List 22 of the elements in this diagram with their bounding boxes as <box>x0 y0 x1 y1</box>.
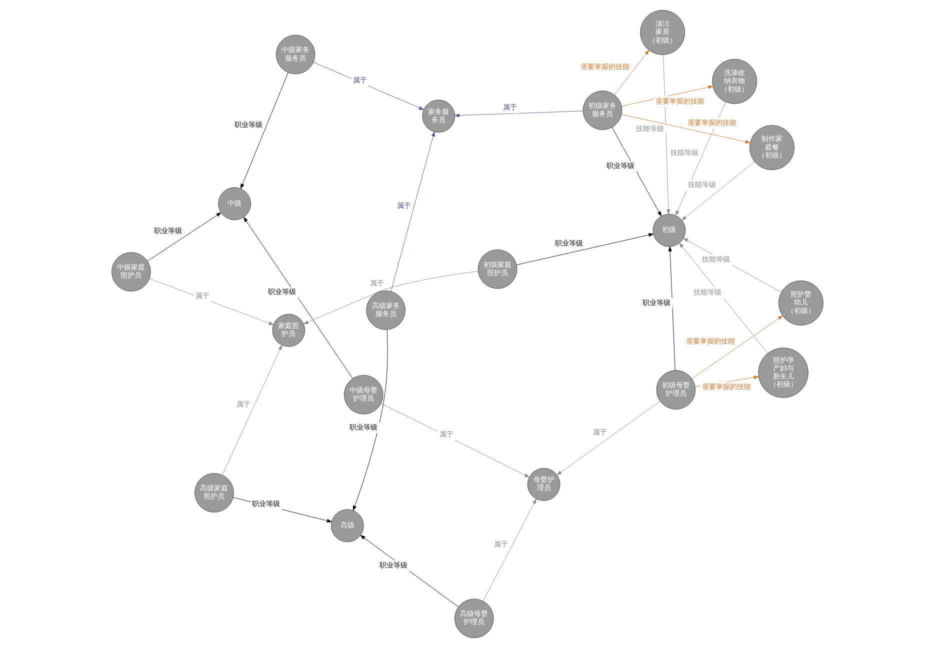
arrow <box>352 329 388 511</box>
arrow <box>682 161 755 220</box>
arrow <box>516 233 654 266</box>
arrow <box>147 212 222 262</box>
arrow <box>222 344 282 476</box>
arrow <box>668 246 676 371</box>
arrow <box>313 62 424 110</box>
arrow <box>482 498 536 602</box>
arrow <box>614 50 650 96</box>
arrow <box>683 238 782 292</box>
arrow <box>303 271 478 324</box>
arrow <box>244 217 353 379</box>
arrow <box>380 403 530 478</box>
arrow <box>390 132 435 292</box>
arrow <box>556 400 660 476</box>
arrow <box>692 315 783 379</box>
arrow <box>621 114 750 144</box>
arrow <box>149 278 274 325</box>
arrow <box>240 72 288 189</box>
arrow <box>360 535 459 608</box>
arrow <box>454 110 584 118</box>
arrow <box>679 242 768 354</box>
